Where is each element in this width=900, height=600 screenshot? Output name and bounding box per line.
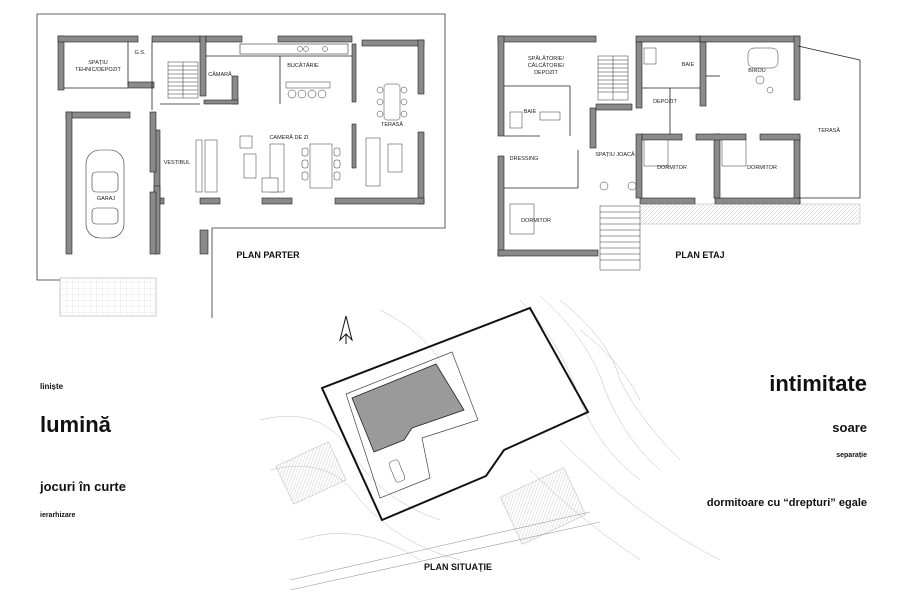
room-living: CAMERĂ DE ZI: [269, 134, 309, 141]
car-site: [388, 459, 406, 483]
room-pantry: CĂMARĂ: [208, 71, 232, 78]
lot-boundary: [320, 306, 590, 522]
concept-jocuri: jocuri în curte: [40, 479, 126, 494]
paved-area: [59, 277, 157, 317]
car-ground: [85, 149, 125, 239]
north-arrow: [339, 315, 353, 344]
room-terrace-ground: TERASĂ: [381, 121, 403, 128]
room-bedroom1: DORMITOR: [657, 165, 687, 171]
concept-soare: soare: [832, 420, 867, 435]
concept-lumina: lumină: [40, 412, 111, 437]
room-bedroom3: DORMITOR: [521, 218, 551, 224]
room-play: SPAȚIU JOACĂ: [595, 151, 635, 158]
room-bath1: BAIE: [524, 109, 537, 115]
concept-liniste: liniște: [40, 382, 64, 391]
room-laundry-line1: SPĂLĂTORIE/: [528, 55, 564, 62]
ground-floor-plan: [36, 13, 446, 318]
room-dressing: DRESSING: [510, 156, 539, 162]
room-terrace-upper: TERASĂ: [818, 127, 840, 134]
upper-plan-title: PLAN ETAJ: [675, 250, 724, 260]
concept-separatie: separație: [836, 452, 867, 459]
balcony-hatch: [639, 203, 861, 225]
room-bath2: BAIE: [682, 62, 695, 68]
beds: [509, 139, 747, 235]
road: [289, 511, 601, 591]
terrace-furniture: [365, 83, 408, 187]
room-vestibule: VESTIBUL: [164, 160, 191, 166]
upper-floor-plan: [497, 35, 861, 271]
contour-lines: [259, 295, 721, 561]
neighbour-house-1: [275, 441, 347, 505]
ground-walls: [57, 35, 425, 255]
room-kitchen: BUCĂTĂRIE: [287, 62, 319, 69]
ground-plan-title: PLAN PARTER: [236, 250, 300, 260]
site-plan: [259, 295, 721, 591]
concept-dormitoare: dormitoare cu “drepturi” egale: [706, 497, 867, 509]
building-footprint: [351, 363, 465, 453]
room-laundry-line2: CĂLCĂTORIE/: [528, 62, 565, 69]
room-technical-line2: TEHNIC/DEPOZIT: [75, 67, 121, 73]
site-plan-title: PLAN SITUAȚIE: [424, 562, 492, 572]
room-laundry-line3: DEPOZIT: [534, 70, 558, 76]
stairs-upper: [597, 55, 641, 271]
neighbour-house-2: [500, 467, 586, 545]
room-gs: G.S.: [134, 50, 145, 56]
room-office: BIROU: [748, 68, 765, 74]
dining-table: [301, 143, 341, 189]
concept-intimitate: intimitate: [769, 371, 867, 396]
kitchen-counter: [239, 43, 349, 55]
concept-ierarhizare: ierarhizare: [40, 512, 76, 519]
upper-walls: [497, 35, 801, 257]
stairs-ground: [167, 61, 199, 99]
room-technical-line1: SPAȚIU: [88, 60, 107, 66]
room-garage: GARAJ: [97, 196, 116, 202]
bath-fixtures: [509, 47, 779, 129]
room-storage: DEPOZIT: [653, 99, 677, 105]
living-furniture: [195, 135, 285, 193]
room-bedroom2: DORMITOR: [747, 165, 777, 171]
